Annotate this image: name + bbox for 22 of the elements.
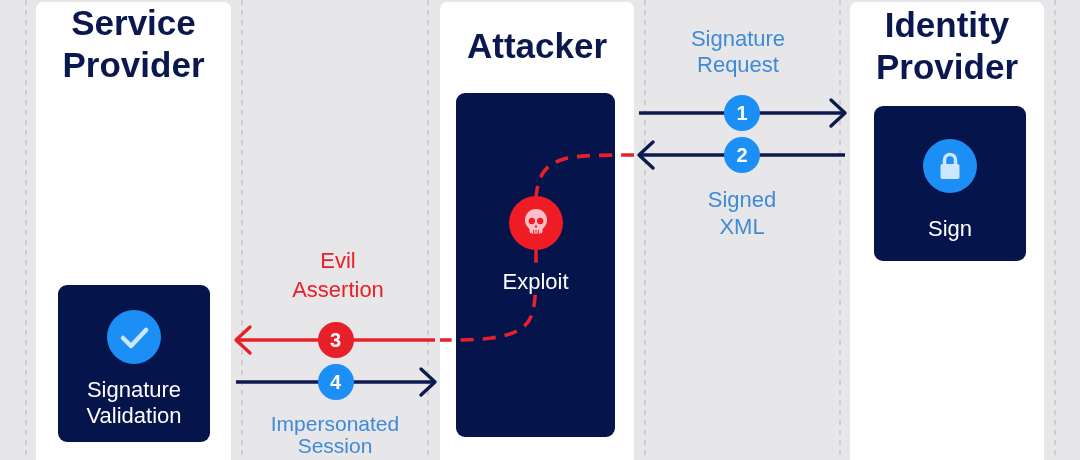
lane-panel [850, 2, 1044, 460]
lane-panel [440, 2, 634, 460]
process-box [874, 106, 1026, 261]
dashed-connector [440, 250, 538, 342]
step-number: 4 [317, 364, 354, 400]
process-label: Signature Validation [85, 377, 183, 429]
flow-label: Signature Request [689, 26, 787, 78]
step-number: 2 [724, 137, 760, 173]
process-label: Sign [928, 216, 972, 242]
flow-label: Signed XML [706, 186, 778, 240]
dashed-connector [534, 153, 634, 197]
step-number: 3 [317, 322, 354, 358]
flow-label: Evil Assertion [291, 247, 385, 304]
lane-title: Service Provider [61, 2, 206, 86]
lane-panel [36, 2, 231, 460]
step-number: 1 [724, 95, 760, 131]
lane-title: Attacker [466, 25, 608, 67]
process-box [456, 93, 615, 437]
flow-label: Impersonated Session [269, 413, 401, 457]
process-box [58, 285, 210, 442]
lane-title: Identity Provider [875, 4, 1019, 88]
skull-icon [509, 196, 563, 250]
